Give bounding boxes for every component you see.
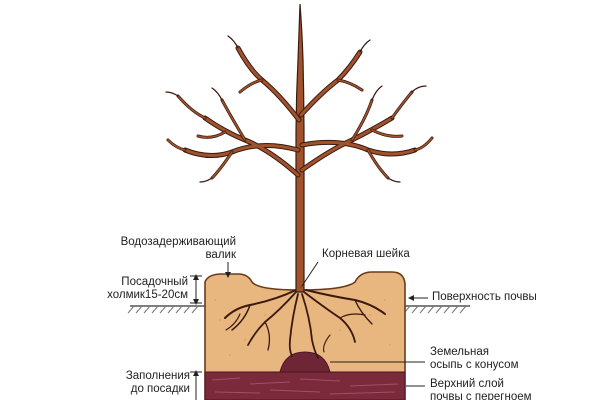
label-planting-mound-line1: Посадочный	[121, 276, 188, 288]
label-top-layer-line1: Верхний слой	[430, 378, 504, 390]
label-root-collar: Корневая шейка	[322, 248, 410, 261]
label-root-collar-text: Корневая шейка	[322, 248, 410, 260]
label-water-ridge: Водозадерживающий валик	[96, 236, 236, 262]
label-water-ridge-line1: Водозадерживающий	[120, 236, 236, 248]
label-soil-surface-text: Поверхность почвы	[432, 291, 537, 303]
topsoil-layer	[204, 371, 406, 400]
arrow-heads	[193, 272, 414, 376]
soil-texture	[214, 299, 391, 357]
label-top-layer-line2: почвы с перегноем	[430, 391, 532, 400]
label-fill-note-line2: до посадки	[130, 383, 190, 395]
label-top-layer: Верхний слой почвы с перегноем	[430, 378, 532, 400]
ground-surface-left	[127, 305, 205, 314]
branches	[165, 35, 434, 183]
label-fill-note-line1: Заполнения	[125, 370, 190, 382]
ground-surface-right	[403, 305, 470, 314]
label-soil-cone: Земельная осыпь с конусом	[430, 346, 518, 372]
label-soil-cone-line2: осыпь с конусом	[430, 359, 519, 371]
trunk	[295, 3, 305, 293]
label-planting-mound-line2: холмик15-20см	[107, 289, 188, 301]
label-planting-mound: Посадочный холмик15-20см	[60, 276, 188, 302]
topsoil-texture	[211, 377, 399, 395]
label-fill-note: Заполнения до посадки	[90, 370, 190, 396]
label-soil-cone-line1: Земельная	[430, 346, 489, 358]
label-water-ridge-line2: валик	[205, 249, 236, 261]
label-soil-surface: Поверхность почвы	[432, 291, 537, 304]
roots	[224, 289, 386, 359]
